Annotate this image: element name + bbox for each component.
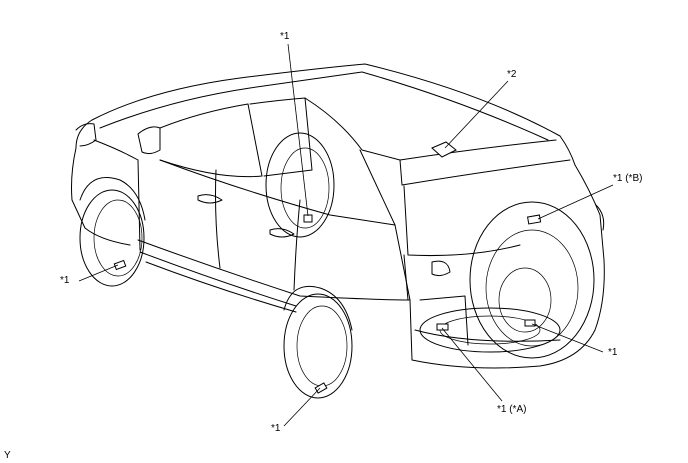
rear-spare-tire: [469, 201, 595, 359]
rear-left-wheel: [283, 285, 353, 399]
callout-sensor-a: *1 (*A): [497, 404, 527, 415]
callout-receiver: *2: [507, 69, 517, 80]
callout-sensor-b: *1 (*B): [613, 173, 643, 184]
callout-sensor-right: *1: [608, 347, 618, 358]
leader-lines: [78, 43, 614, 427]
callout-sensor-bottom: *1: [271, 423, 281, 434]
sensor-parts: [113, 141, 542, 394]
vehicle-outline: [71, 63, 605, 369]
callout-sensor-top: *1: [280, 31, 290, 42]
front-left-wheel: [79, 177, 146, 287]
stored-spare-wheel: [265, 132, 335, 238]
figure-code: Y: [4, 450, 11, 461]
callout-sensor-left: *1: [60, 275, 70, 286]
